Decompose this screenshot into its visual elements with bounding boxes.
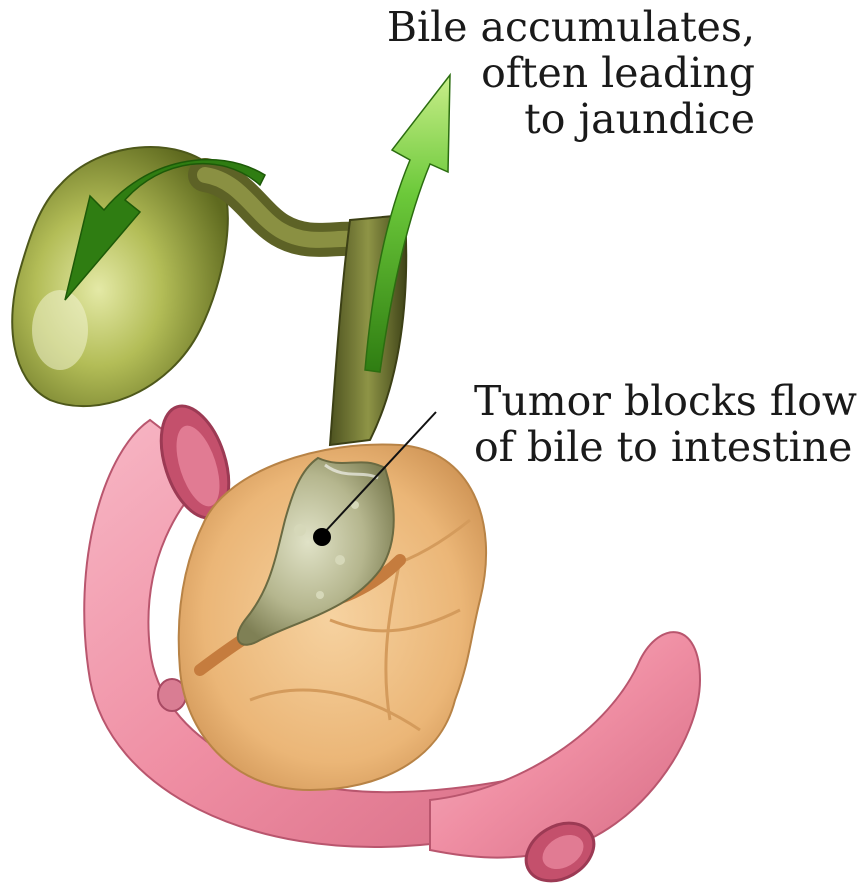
tumor-leader-dot: [313, 528, 331, 546]
tumor-label-line-1: Tumor blocks flow: [474, 378, 857, 424]
bile-label-line-1: Bile accumulates,: [387, 4, 755, 50]
bile-accumulates-label: Bile accumulates, often leading to jaund…: [387, 4, 755, 142]
bile-label-line-3: to jaundice: [387, 96, 755, 142]
tumor-label-line-2: of bile to intestine: [474, 424, 857, 470]
tumor-blocks-label: Tumor blocks flow of bile to intestine: [474, 378, 857, 470]
bile-label-line-2: often leading: [387, 50, 755, 96]
